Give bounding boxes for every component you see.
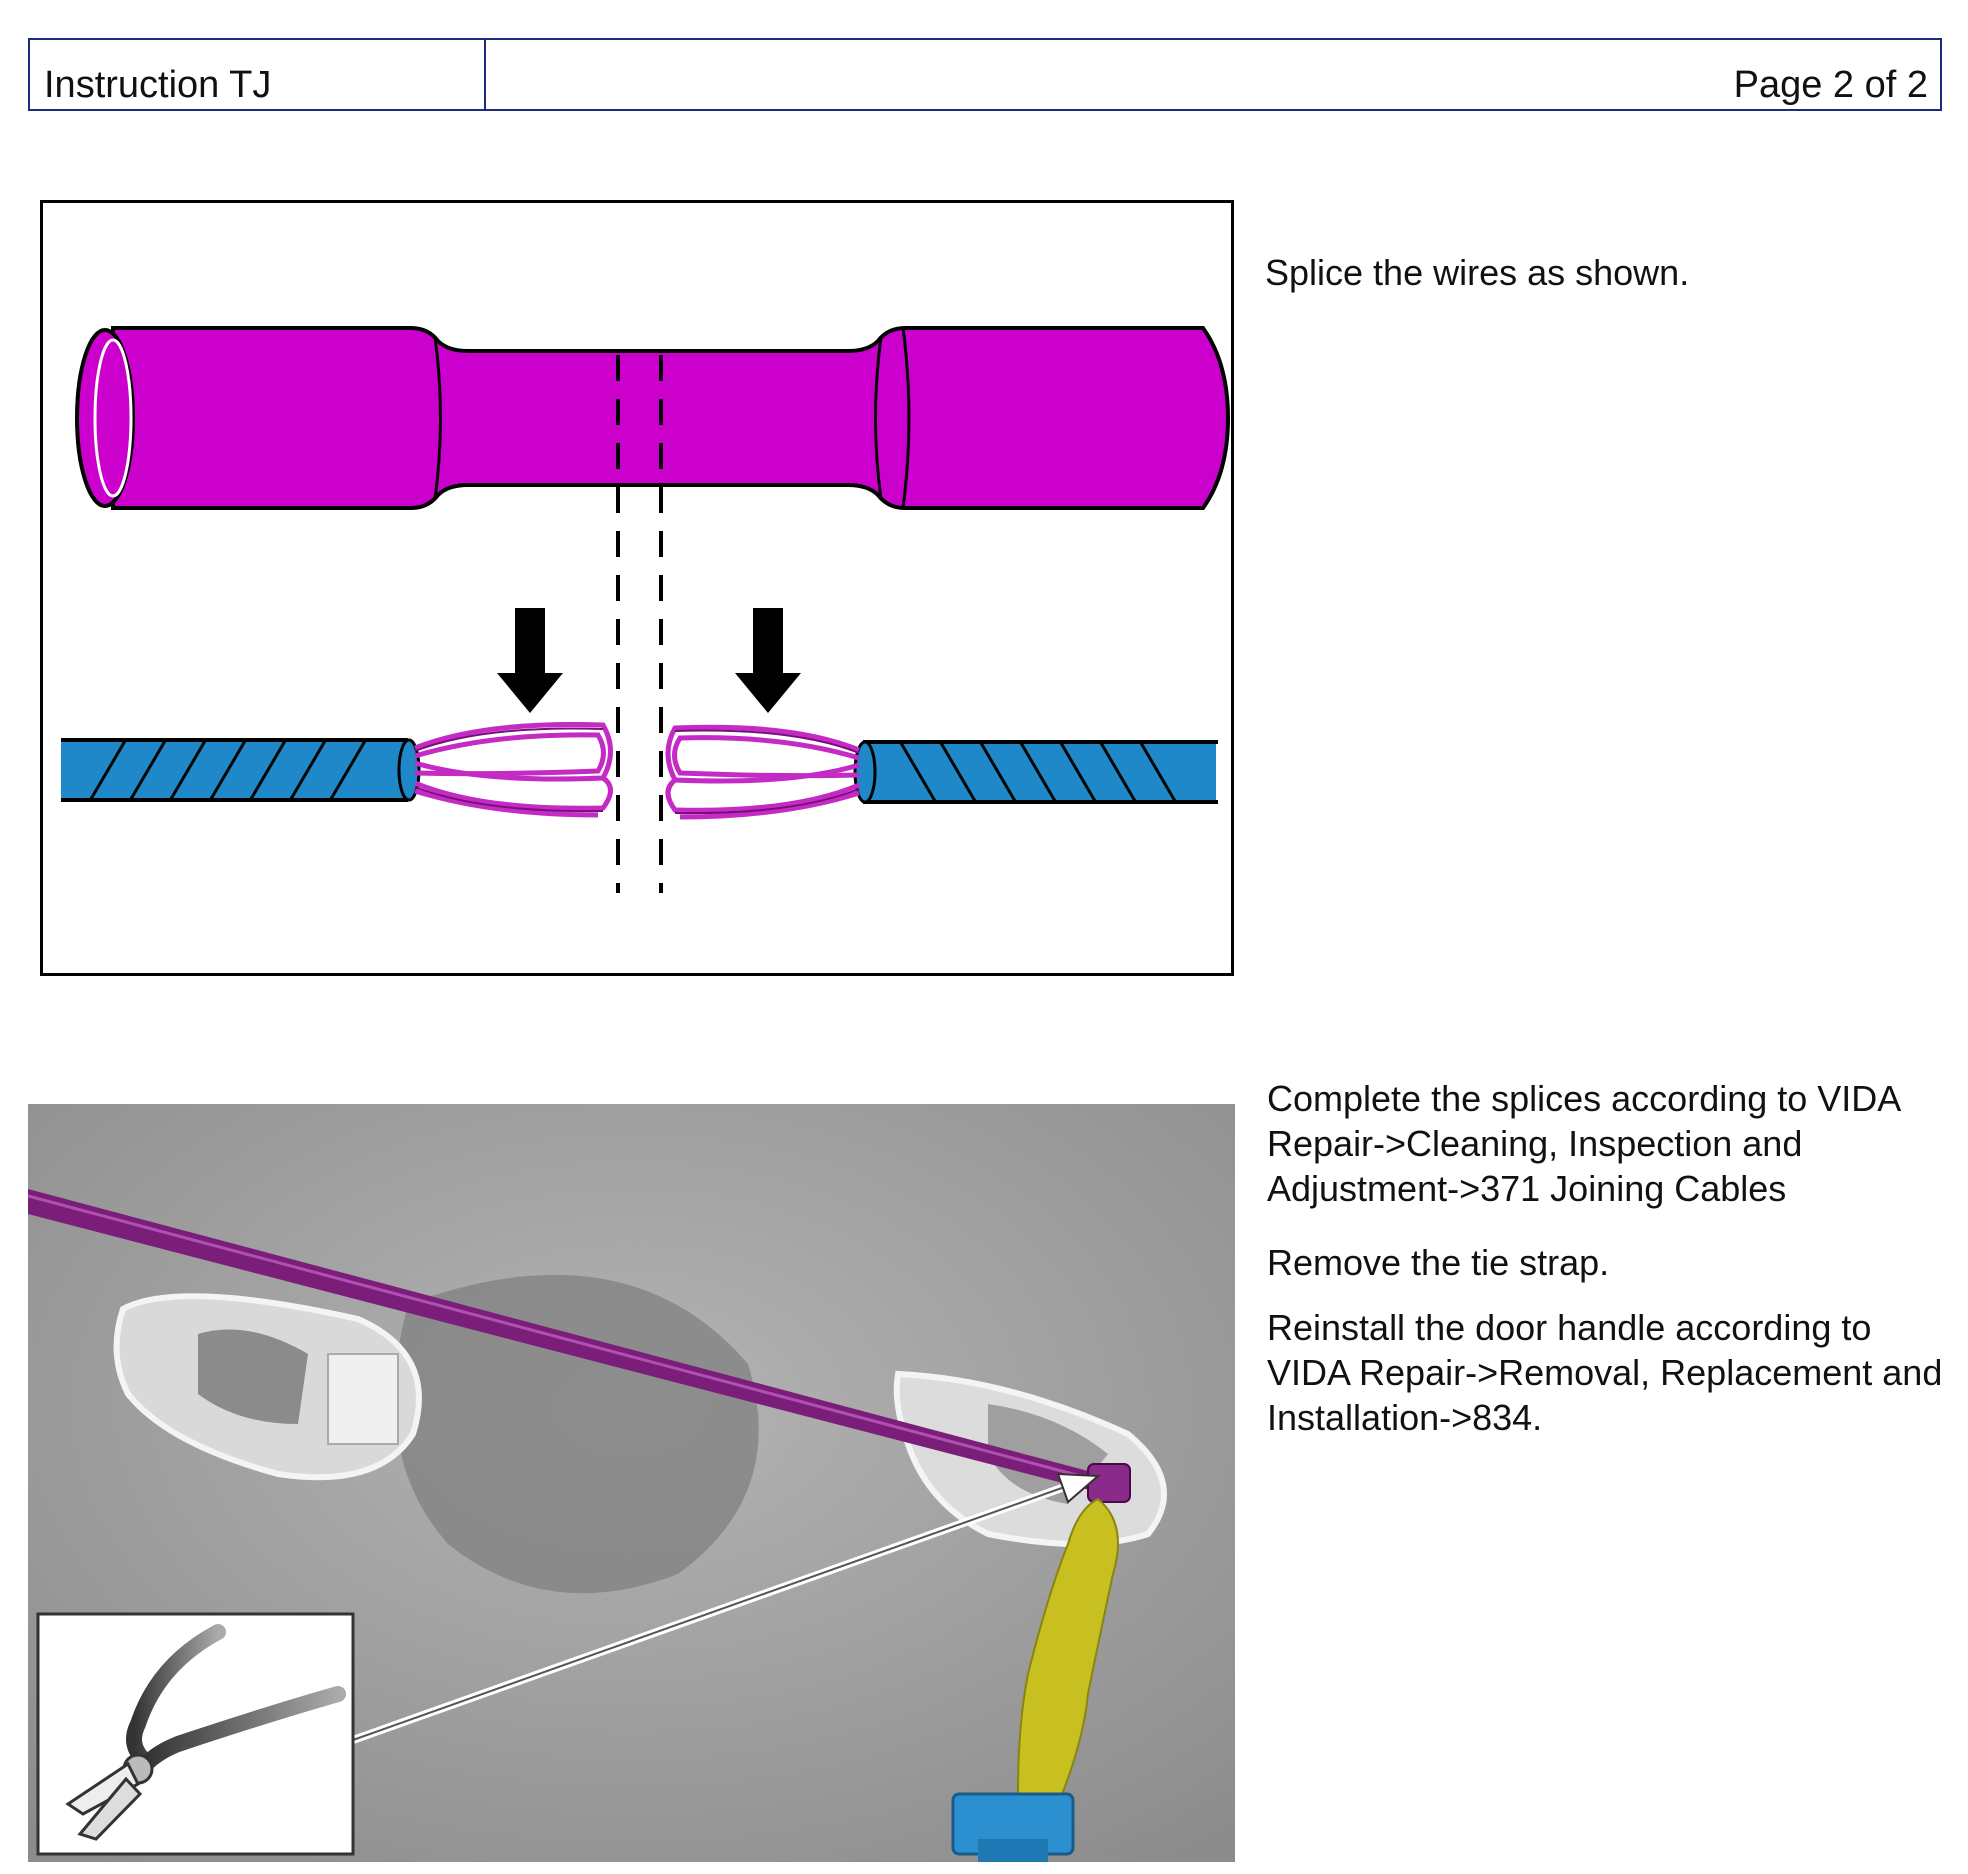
splice-diagram-svg bbox=[61, 326, 1231, 893]
arrow-down-icon bbox=[735, 608, 801, 713]
tie-strap bbox=[28, 1189, 1124, 1499]
step-splice-text: Splice the wires as shown. bbox=[1265, 252, 1690, 293]
splice-diagram bbox=[40, 200, 1234, 976]
pointer-arrowhead-icon bbox=[1056, 1472, 1101, 1504]
connector-icon bbox=[951, 1792, 1075, 1862]
tie-strap-head bbox=[1087, 1463, 1131, 1503]
sleeve-left-opening bbox=[75, 328, 135, 508]
step-complete-splices-text: Complete the splices according to VIDA R… bbox=[1267, 1078, 1900, 1209]
pliers-icon bbox=[65, 1624, 346, 1841]
sleeve-body bbox=[111, 326, 1231, 510]
arrow-down-icon bbox=[497, 608, 563, 713]
document-title: Instruction TJ bbox=[30, 40, 486, 109]
door-handle-photo-svg bbox=[28, 1104, 1235, 1862]
left-wire bbox=[61, 721, 613, 818]
page-number: Page 2 of 2 bbox=[1733, 64, 1928, 106]
page-header: Instruction TJ Page 2 of 2 bbox=[28, 38, 1942, 111]
pliers-inset bbox=[36, 1612, 355, 1856]
door-handle-photo bbox=[28, 1104, 1235, 1862]
right-wire bbox=[665, 724, 1218, 820]
step-remove-tie-strap-text: Remove the tie strap. bbox=[1267, 1242, 1610, 1283]
step-reinstall-handle-text: Reinstall the door handle according to V… bbox=[1267, 1307, 1943, 1438]
